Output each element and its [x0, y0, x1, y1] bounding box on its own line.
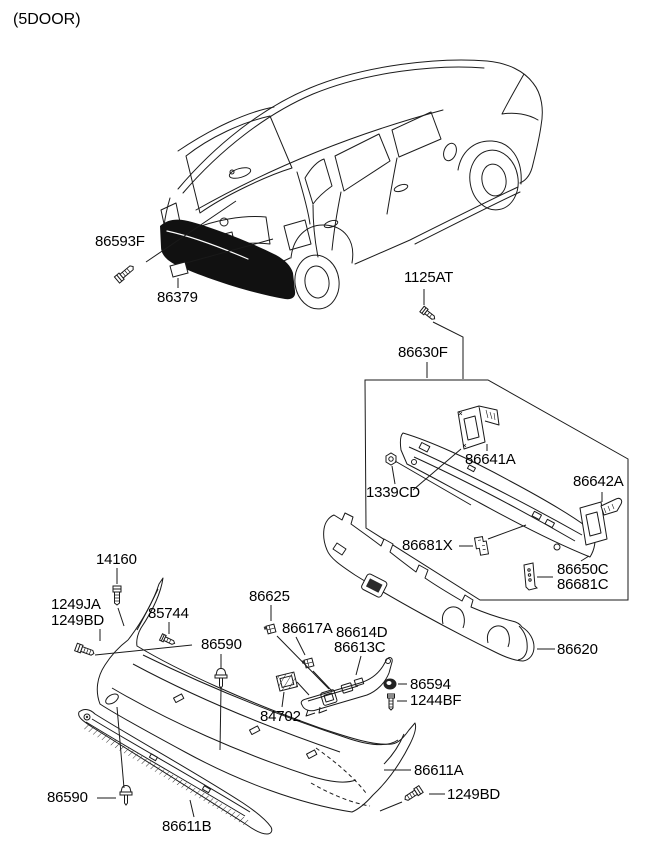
- screw-icon-1244bf: [387, 693, 395, 711]
- callout-86617a: 86617A: [282, 620, 333, 637]
- callout-86620: 86620: [557, 641, 598, 658]
- bolt-icon-14160: [112, 585, 122, 606]
- leader-1125at: [423, 289, 464, 379]
- nut-icon-1339cd: [385, 452, 397, 466]
- callout-86641a: 86641A: [465, 451, 516, 468]
- callout-1244bf: 1244BF: [410, 692, 462, 709]
- bolt-icon-1249bd-lower: [404, 784, 424, 801]
- reinforcement-beam-86630f: [399, 432, 596, 562]
- callout-14160: 14160: [96, 551, 137, 568]
- callout-1249ja: 1249JA: [51, 596, 101, 613]
- callout-86681c: 86681C: [557, 576, 609, 593]
- grommet-icon-86594: [383, 678, 397, 690]
- reinforcement-box-86630f: [364, 379, 629, 601]
- push-clip-icon-86590-upper: [214, 668, 228, 689]
- callout-86681x: 86681X: [402, 537, 453, 554]
- lamp-housing-86613c: [300, 657, 393, 717]
- rear-bumper-shaded: [160, 219, 296, 300]
- variant-label: (5DOOR): [13, 11, 81, 28]
- car-illustration: [160, 59, 543, 310]
- reinforcement-leader-lines: [391, 444, 603, 578]
- bolt-icon-1125at: [419, 305, 436, 320]
- callout-1125at: 1125AT: [404, 269, 454, 286]
- bracket-86642a: [579, 497, 623, 546]
- bracket-84702: [275, 671, 299, 692]
- push-clip-icon-86590-lower: [119, 785, 133, 806]
- callout-86630f: 86630F: [398, 344, 448, 361]
- callout-86642a: 86642A: [573, 473, 624, 490]
- callout-86379: 86379: [157, 289, 198, 306]
- lower-leader-lines: [94, 568, 445, 818]
- screw-icon-85744: [158, 633, 176, 645]
- callout-1249bd: 1249BD: [51, 612, 105, 629]
- callout-86593f: 86593F: [95, 233, 145, 250]
- callout-86613c: 86613C: [334, 639, 386, 656]
- callout-86590-lower: 86590: [47, 789, 88, 806]
- callout-86611b: 86611B: [162, 818, 212, 835]
- callout-86594: 86594: [410, 676, 451, 693]
- bracket-86641a: [457, 405, 500, 450]
- pad-86379: [169, 261, 189, 278]
- callout-1249bd-lower: 1249BD: [447, 786, 501, 803]
- callout-86625: 86625: [249, 588, 290, 605]
- bumper-cover-86611a: [96, 577, 417, 813]
- car-leader-lines: [145, 200, 274, 288]
- clip-icon-86625: [263, 623, 277, 635]
- callout-86590-upper: 86590: [201, 636, 242, 653]
- bolt-icon-86593f: [113, 265, 134, 284]
- clip-icon-86650c-86681c: [523, 562, 538, 591]
- callout-86611a: 86611A: [414, 762, 464, 779]
- energy-absorber-86620: [323, 512, 535, 662]
- clip-icon-86681x: [473, 536, 490, 556]
- callout-85744: 85744: [148, 605, 189, 622]
- bolt-icon-1249ja-1249bd: [73, 642, 95, 656]
- callout-1339cd: 1339CD: [366, 484, 420, 501]
- trim-strip-86611b: [78, 709, 273, 835]
- callout-86614d: 86614D: [336, 624, 388, 641]
- callout-86650c: 86650C: [557, 561, 609, 578]
- callout-84702: 84702: [260, 708, 301, 725]
